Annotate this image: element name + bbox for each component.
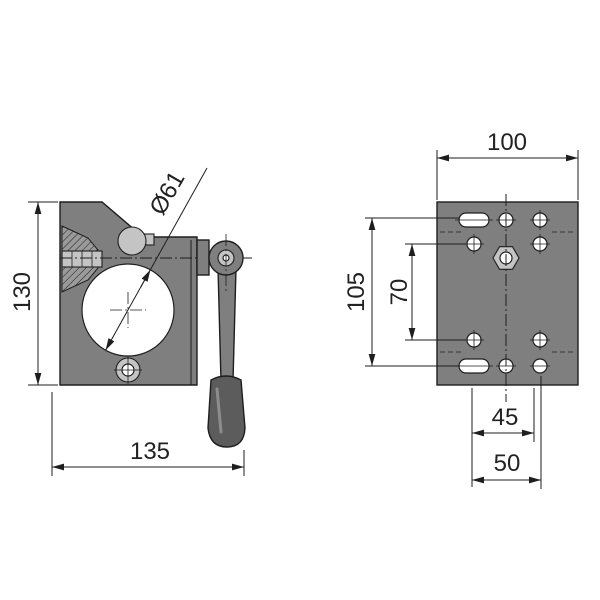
top-notch [117, 226, 147, 256]
lever-arm [217, 267, 237, 382]
height-dimension-label: 130 [9, 272, 36, 312]
lever-mount-block [196, 239, 210, 276]
plate-view-dimensions: 100 105 70 45 50 [343, 129, 579, 489]
outer-span-label: 105 [343, 272, 370, 312]
lever-grip-highlight [215, 387, 223, 434]
mounting-plate-view [436, 194, 579, 402]
bore-dimension-arrow [140, 269, 151, 288]
spacing-a-label: 45 [492, 404, 519, 431]
width-dimension-label: 135 [130, 438, 170, 465]
bore-diameter-label: Ø61 [144, 167, 190, 220]
side-view-dimensions: 130 135 [9, 201, 245, 476]
plate-width-label: 100 [487, 129, 527, 156]
bore-dimension-line [105, 167, 208, 351]
mounting-plate [436, 201, 579, 386]
spacing-b-label: 50 [494, 450, 521, 477]
lever-grip [207, 375, 246, 448]
inner-span-label: 70 [386, 279, 413, 306]
clamp-side-view: Ø61 [59, 167, 252, 448]
